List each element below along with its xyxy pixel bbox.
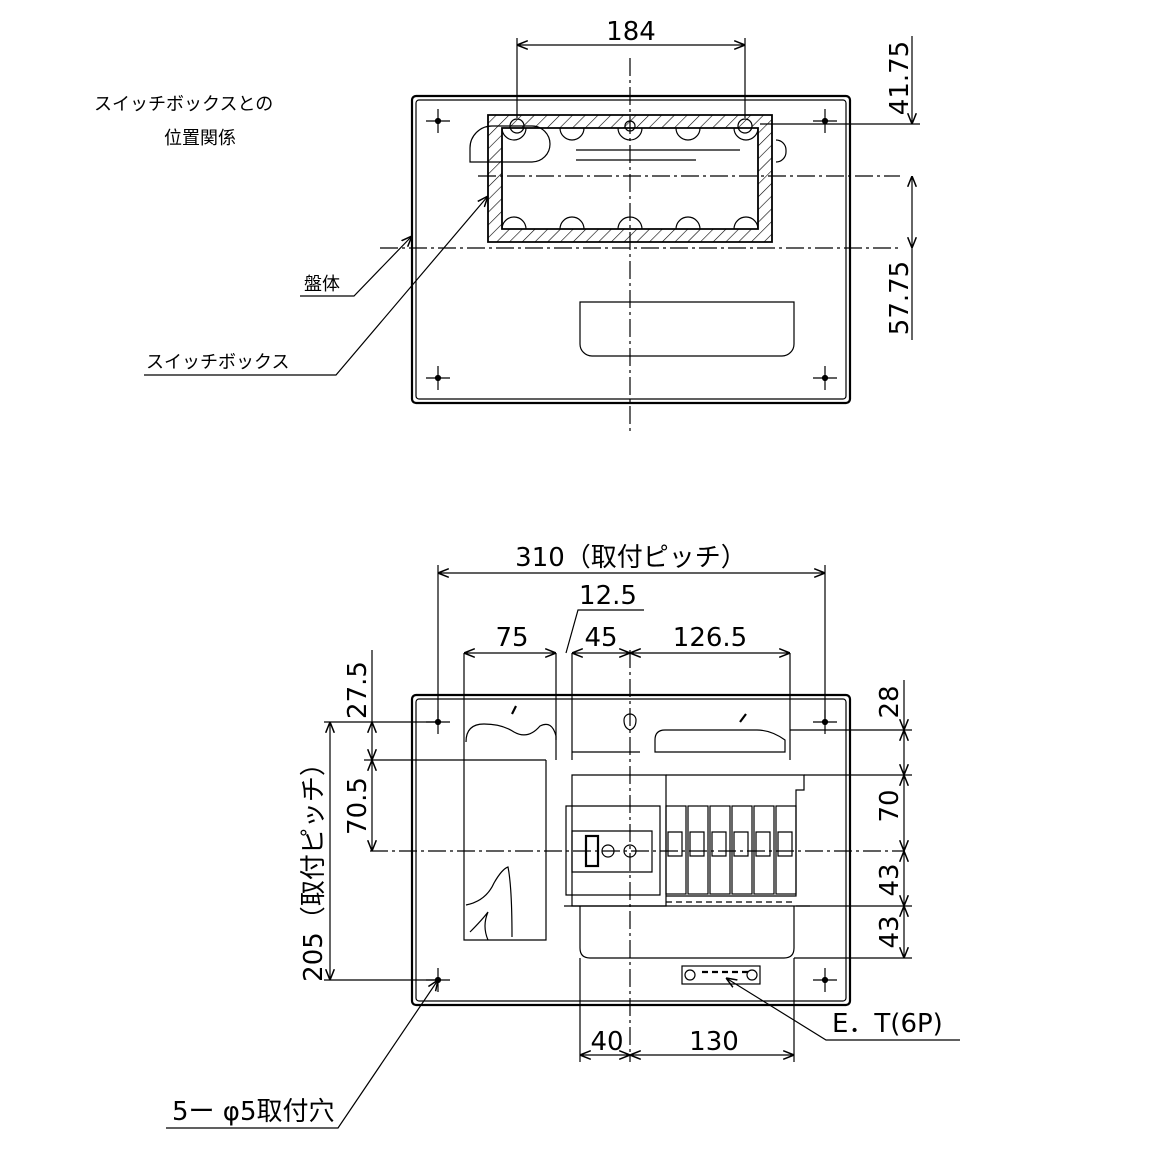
dim-126-5: 126.5 bbox=[673, 623, 747, 653]
right-cover bbox=[571, 653, 791, 760]
dim-43-upper: 43 bbox=[875, 863, 905, 896]
title-line-2: 位置関係 bbox=[164, 128, 236, 149]
dim-184: 184 bbox=[606, 17, 656, 47]
dim-57-75: 57.75 bbox=[885, 261, 915, 335]
dim-70: 70 bbox=[875, 789, 905, 822]
bottom-view: 310（取付ピッチ） 12.5 75 45 126.5 205（取付ピッチ） 2… bbox=[166, 543, 960, 1129]
dim-28: 28 bbox=[875, 685, 905, 718]
title-line-1: スイッチボックスとの bbox=[94, 94, 273, 115]
label-body: 盤体 bbox=[304, 274, 340, 295]
dim-41-75: 41.75 bbox=[885, 41, 915, 115]
dim-45: 45 bbox=[584, 623, 617, 653]
dim-205-pitch: 205（取付ピッチ） bbox=[299, 750, 329, 982]
main-breaker bbox=[564, 774, 810, 907]
dim-40: 40 bbox=[590, 1027, 623, 1057]
dim-130: 130 bbox=[689, 1027, 739, 1057]
panel-body-outline bbox=[410, 94, 852, 405]
top-display-window bbox=[579, 301, 795, 357]
earth-terminal bbox=[681, 965, 761, 985]
dim-310-pitch: 310（取付ピッチ） bbox=[515, 543, 747, 573]
label-earth-terminal: E．T(6P) bbox=[832, 1009, 943, 1039]
dim-70-5: 70.5 bbox=[343, 777, 373, 835]
dim-12-5: 12.5 bbox=[579, 581, 637, 611]
branch-breakers bbox=[665, 774, 805, 903]
switch-box bbox=[469, 114, 787, 243]
label-switchbox: スイッチボックス bbox=[146, 352, 289, 373]
dim-27-5: 27.5 bbox=[343, 661, 373, 719]
top-view: 184 41.75 57.75 スイッチボックスとの 位置関係 盤体 スイッチボ… bbox=[94, 17, 920, 432]
label-mounting-holes: 5ー φ5取付穴 bbox=[172, 1097, 335, 1127]
panel-body-front bbox=[410, 693, 852, 1007]
dim-43-lower: 43 bbox=[875, 915, 905, 948]
dim-75: 75 bbox=[495, 623, 528, 653]
left-module bbox=[463, 653, 557, 941]
